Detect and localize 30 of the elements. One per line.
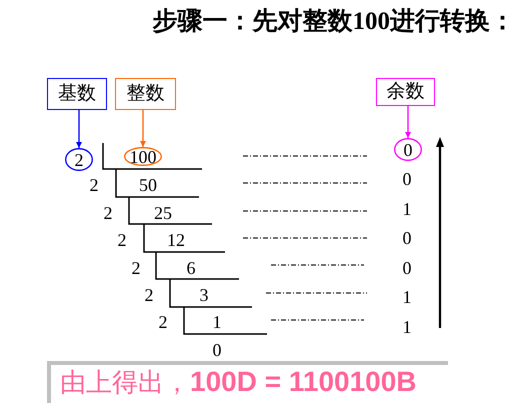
divisor-number: 2 bbox=[144, 286, 154, 304]
divisor-number: 2 bbox=[118, 231, 126, 249]
quotient-number: 6 bbox=[186, 259, 196, 277]
arrow bbox=[76, 110, 82, 148]
circled-number: 0 bbox=[394, 138, 422, 161]
circled-number: 100 bbox=[124, 147, 162, 166]
result-banner: 由上得出，100D = 1100100B bbox=[47, 361, 448, 403]
circled-number: 2 bbox=[65, 148, 93, 171]
remainder-digit: 0 bbox=[402, 229, 412, 247]
label-box: 基数 bbox=[47, 78, 107, 110]
divisor-number: 2 bbox=[132, 259, 140, 277]
remainder-digit: 1 bbox=[402, 200, 412, 218]
remainder-digit: 0 bbox=[402, 259, 412, 277]
remainder-digit: 0 bbox=[402, 170, 412, 188]
divisor-number: 2 bbox=[158, 313, 168, 331]
label-box: 整数 bbox=[115, 78, 176, 110]
label-box: 余数 bbox=[376, 78, 435, 106]
quotient-number: 1 bbox=[212, 313, 222, 331]
divisor-number: 2 bbox=[90, 176, 98, 194]
quotient-number: 25 bbox=[154, 204, 172, 222]
quotient-number: 3 bbox=[200, 286, 208, 304]
remainder-digit: 1 bbox=[402, 318, 412, 336]
arrow bbox=[405, 106, 411, 138]
quotient-number: 0 bbox=[212, 341, 222, 359]
quotient-number: 50 bbox=[139, 176, 157, 194]
divisor-number: 2 bbox=[104, 204, 112, 222]
quotient-number: 12 bbox=[167, 231, 185, 249]
remainder-digit: 1 bbox=[402, 288, 412, 306]
arrow bbox=[140, 110, 146, 147]
title: 步骤一：先对整数100进行转换： bbox=[152, 8, 515, 36]
